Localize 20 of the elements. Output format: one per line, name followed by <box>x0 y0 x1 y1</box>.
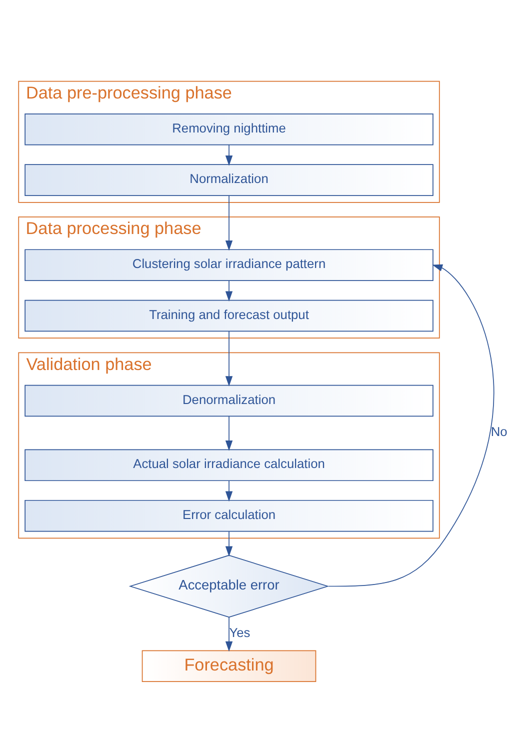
arrow <box>225 531 233 557</box>
node-box: Removing nighttime <box>24 114 434 146</box>
arrow <box>225 144 233 166</box>
node-box: Forecasting <box>142 650 316 682</box>
arrow <box>328 264 494 587</box>
arrow <box>225 331 233 386</box>
arrow <box>225 480 233 502</box>
node-box: Actual solar irradiance calculation <box>24 449 434 482</box>
node-box: Clustering solar irradiance pattern <box>24 249 434 281</box>
edge-label: Yes <box>229 624 250 640</box>
arrow <box>225 280 233 302</box>
node-box: Normalization <box>24 164 434 196</box>
node-box: Training and forecast output <box>24 300 434 332</box>
node-box: Denormalization <box>24 384 434 417</box>
arrow <box>225 416 233 451</box>
node-box: Error calculation <box>24 500 434 532</box>
arrow <box>225 616 233 652</box>
edge-label: No <box>490 424 508 439</box>
node-diamond: Acceptable error <box>128 554 330 618</box>
arrow <box>225 195 233 251</box>
